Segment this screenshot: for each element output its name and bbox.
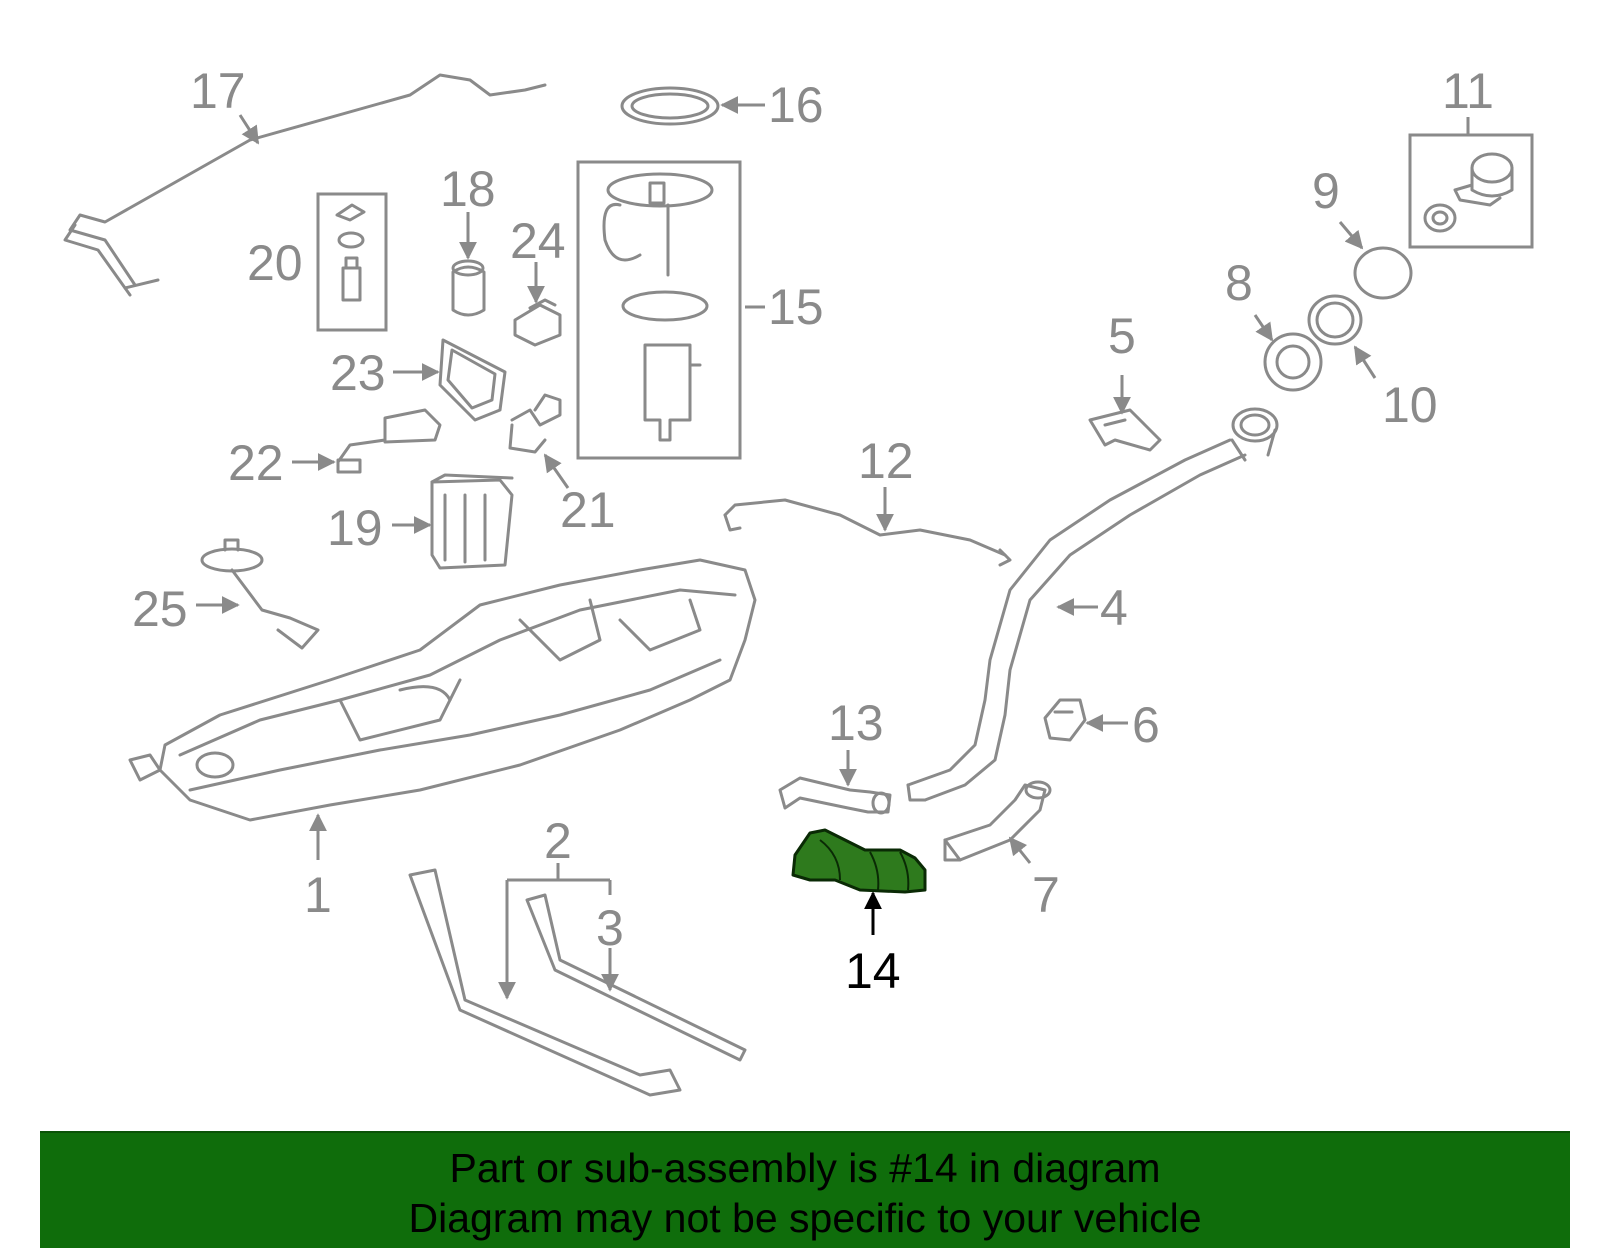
callout-15: 15 — [768, 279, 824, 335]
callout-12: 12 — [858, 433, 914, 489]
part-10-ring: 10 — [1307, 294, 1438, 433]
part-19-reservoir: 19 — [327, 473, 514, 570]
banner-line-1: Part or sub-assembly is #14 in diagram — [449, 1145, 1161, 1191]
parts-diagram: 17 16 20 18 24 — [63, 63, 1534, 1097]
callout-4: 4 — [1100, 580, 1128, 636]
callout-20: 20 — [247, 235, 303, 291]
part-7-hose: 7 — [943, 780, 1060, 923]
callout-2: 2 — [544, 813, 572, 869]
callout-16: 16 — [768, 77, 824, 133]
part-20-kit: 20 — [247, 192, 388, 332]
part-17-fuel-line: 17 — [63, 63, 547, 297]
callout-11: 11 — [1442, 63, 1494, 119]
part-5-bracket: 5 — [1088, 308, 1162, 452]
part-22-sender: 22 — [228, 408, 442, 491]
part-12-vent-line: 12 — [723, 433, 1012, 567]
callout-6: 6 — [1132, 697, 1160, 753]
callout-1: 1 — [304, 867, 332, 923]
part-13-hose: 13 — [778, 695, 892, 815]
callout-7: 7 — [1032, 867, 1060, 923]
part-18-pump: 18 — [440, 161, 496, 317]
callout-24: 24 — [510, 213, 566, 269]
banner-line-2: Diagram may not be specific to your vehi… — [408, 1195, 1202, 1241]
part-4-filler-pipe: 4 — [906, 407, 1279, 802]
part-21-harness: 21 — [508, 393, 616, 538]
part-24-connector: 24 — [510, 213, 566, 347]
callout-22: 22 — [228, 435, 284, 491]
info-banner: Part or sub-assembly is #14 in diagram D… — [40, 1131, 1570, 1248]
part-11-fuel-cap: 11 — [1408, 63, 1534, 249]
callout-3: 3 — [596, 900, 624, 956]
part-16-gasket: 16 — [620, 77, 824, 133]
part-2-3-straps: 2 3 — [408, 813, 747, 1097]
callout-23: 23 — [330, 345, 386, 401]
callout-25: 25 — [132, 581, 188, 637]
callout-5: 5 — [1108, 308, 1136, 364]
callout-19: 19 — [327, 500, 383, 556]
callout-17: 17 — [190, 63, 246, 119]
callout-8: 8 — [1225, 255, 1253, 311]
callout-18: 18 — [440, 161, 496, 217]
callout-13: 13 — [828, 695, 884, 751]
callout-21: 21 — [560, 482, 616, 538]
part-6-clip: 6 — [1043, 697, 1160, 753]
part-15-pump-module: 15 — [576, 160, 824, 460]
callout-9: 9 — [1312, 163, 1340, 219]
part-25-level-sender: 25 — [132, 538, 320, 650]
part-14-hose-highlighted[interactable]: 14 — [791, 828, 927, 999]
callout-10: 10 — [1382, 377, 1438, 433]
part-23-gasket: 23 — [330, 338, 507, 422]
callout-14: 14 — [845, 943, 901, 999]
part-1-fuel-tank: 1 — [128, 558, 757, 923]
part-8-seal: 8 — [1225, 255, 1323, 392]
part-9-ring: 9 — [1312, 163, 1413, 300]
